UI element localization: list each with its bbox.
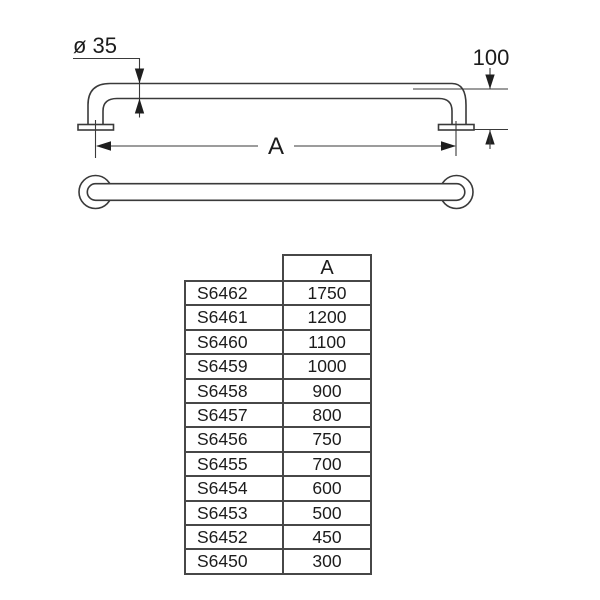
product-code-cell: S6453 (184, 499, 284, 527)
dimension-a-cell: 1000 (282, 353, 372, 380)
grab-bar-front-view (78, 174, 474, 210)
product-code-cell: S6452 (184, 524, 284, 551)
dimension-a-cell: 750 (282, 426, 372, 453)
product-code-cell: S6458 (184, 377, 284, 405)
product-code-cell: S6459 (184, 353, 284, 380)
product-code-cell: S6462 (184, 279, 284, 307)
length-dimension: A (94, 120, 457, 160)
header-empty-cell (185, 255, 283, 281)
tube-outer-outline (87, 82, 467, 125)
dimension-a-cell: 900 (282, 377, 372, 405)
product-code-cell: S6450 (184, 548, 284, 575)
dimension-a-cell: 1200 (282, 304, 372, 331)
product-code-cell: S6461 (184, 304, 284, 331)
arrow-left-icon (96, 141, 111, 151)
dimension-a-cell: 300 (282, 548, 372, 575)
spec-table-header-row: A (185, 254, 372, 282)
arrow-down-icon (485, 74, 495, 89)
dimension-a-cell: 800 (282, 402, 372, 429)
dimension-a-cell: 600 (282, 475, 372, 502)
dimension-a-cell: 500 (282, 499, 372, 527)
arrow-right-icon (441, 141, 456, 151)
dimension-a-cell: 1100 (282, 328, 372, 356)
length-label: A (268, 133, 284, 160)
wall-offset-dimension: 100 (413, 45, 509, 149)
product-code-cell: S6460 (184, 328, 284, 356)
dimension-a-cell: 700 (282, 450, 372, 478)
grab-bar-technical-drawing: ø 35 100 A (73, 33, 509, 210)
column-header-a: A (282, 254, 372, 282)
arrow-up-icon (134, 98, 145, 114)
diameter-dimension: ø 35 (73, 33, 145, 118)
product-code-cell: S6455 (184, 450, 284, 478)
product-code-cell: S6457 (184, 402, 284, 429)
arrow-down-icon (134, 68, 145, 84)
tube-inner-outline (102, 97, 453, 125)
product-code-cell: S6456 (184, 426, 284, 453)
product-code-cell: S6454 (184, 475, 284, 502)
diameter-leader-line (73, 57, 141, 118)
bar-tube-front (86, 182, 466, 202)
wall-offset-label: 100 (473, 45, 510, 70)
diameter-label: ø 35 (73, 33, 117, 58)
dimension-a-cell: 1750 (282, 279, 372, 307)
dimension-a-cell: 450 (282, 524, 372, 551)
